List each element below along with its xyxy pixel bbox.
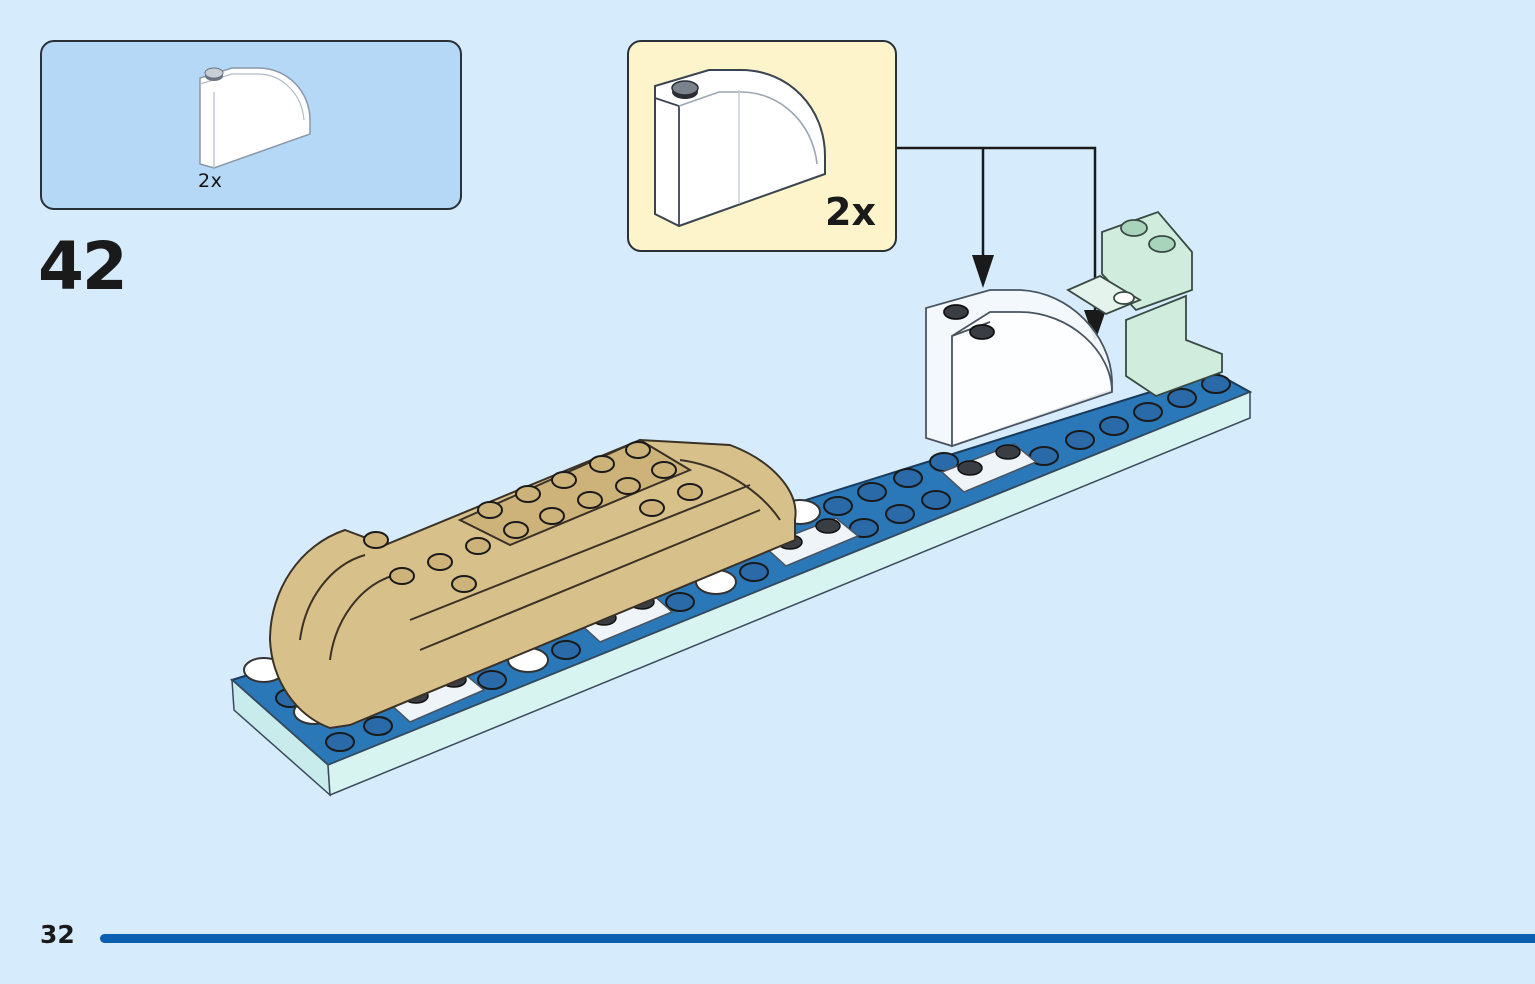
parts-list-box: 2x: [40, 40, 462, 210]
placed-clear-bricks: [925, 289, 1113, 448]
clear-curved-slope-brick-icon: [199, 67, 311, 169]
progress-bar: [100, 934, 1535, 943]
tan-bus-body: [268, 438, 797, 730]
callout-box: 2x: [627, 40, 897, 252]
green-column: [1066, 210, 1223, 398]
page-number: 32: [40, 920, 75, 949]
clear-curved-slope-brick-icon: [654, 69, 826, 228]
step-number: 42: [38, 228, 128, 305]
tan-studs: [363, 441, 703, 593]
callout-count-label: 2x: [825, 190, 876, 234]
base-studs: [275, 374, 1231, 752]
parts-count-label: 2x: [198, 170, 223, 192]
